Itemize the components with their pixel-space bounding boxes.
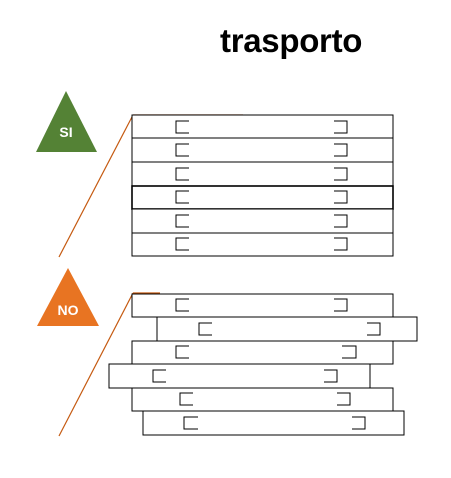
no-box-handle-left	[179, 392, 193, 406]
no-guide-line-diagonal	[58, 292, 134, 437]
si-triangle	[36, 91, 97, 152]
no-box-handle-left	[152, 369, 166, 383]
no-box-handle-left	[183, 416, 198, 430]
si-box-handle-left	[175, 120, 189, 134]
no-box	[156, 316, 418, 342]
si-box-handle-right	[334, 143, 348, 157]
si-box-handle-right	[334, 190, 348, 204]
si-box-handle-right	[334, 237, 348, 251]
si-box	[131, 114, 394, 139]
no-box	[108, 363, 371, 389]
no-box	[131, 387, 394, 412]
si-box-handle-left	[175, 237, 189, 251]
no-box-handle-right	[367, 322, 381, 336]
no-box-handle-left	[198, 322, 212, 336]
si-box-handle-right	[334, 214, 348, 228]
si-box-handle-left	[175, 167, 189, 181]
si-box-handle-right	[334, 167, 348, 181]
si-box	[131, 161, 394, 187]
no-box	[131, 340, 394, 365]
no-box-handle-right	[337, 392, 351, 406]
page-title: trasporto	[220, 22, 363, 59]
si-box	[131, 232, 394, 257]
no-box-handle-right	[324, 369, 338, 383]
si-box	[131, 137, 394, 163]
si-box	[131, 208, 394, 234]
no-triangle	[37, 268, 99, 326]
no-box-handle-right	[342, 345, 357, 359]
no-stack	[108, 293, 418, 436]
si-box-handle-left	[175, 143, 189, 157]
si-box-handle-left	[175, 190, 189, 204]
si-stack	[131, 114, 394, 257]
si-badge: SI	[36, 91, 97, 152]
si-box-handle-right	[334, 120, 348, 134]
no-box-handle-left	[175, 298, 189, 312]
si-label: SI	[59, 124, 72, 140]
no-box-handle-right	[352, 416, 366, 430]
no-box-handle-left	[175, 345, 189, 359]
si-box	[131, 185, 394, 210]
no-box	[131, 293, 394, 318]
no-label: NO	[58, 302, 79, 318]
si-box-handle-left	[175, 214, 189, 228]
si-guide-line-diagonal	[58, 114, 134, 258]
no-badge: NO	[37, 268, 99, 326]
no-box	[142, 410, 405, 436]
no-box-handle-right	[334, 298, 348, 312]
